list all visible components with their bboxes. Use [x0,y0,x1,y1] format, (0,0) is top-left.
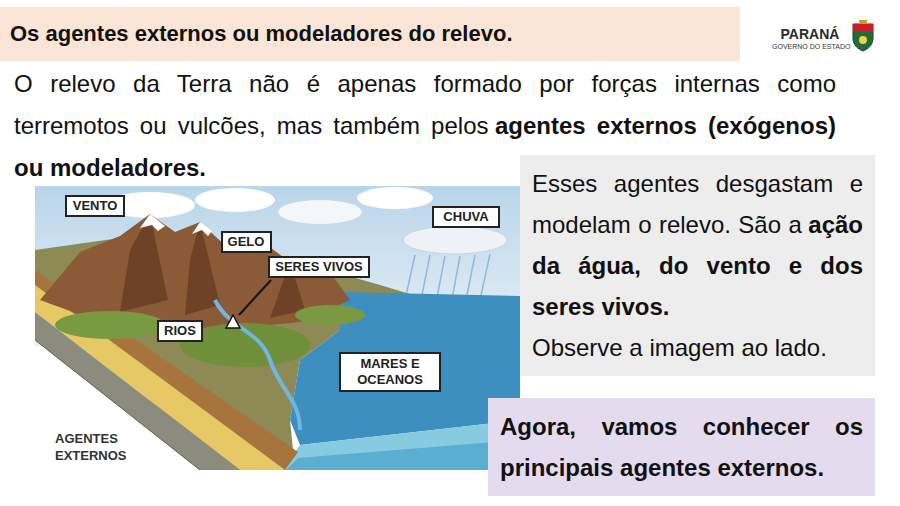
figure-caption: AGENTES EXTERNOS [55,431,127,463]
shield-band [853,24,873,32]
info-panel: Esses agentes desgastam e modelam o rele… [520,155,875,376]
node-text: MARES E OCEANOS [357,356,423,387]
text-block: GELO [228,234,265,250]
node-text: Agora, vamos conhecer os principais agen… [500,413,863,481]
node-content: CHUVA [443,209,488,225]
shield [853,24,873,51]
snow-cap [192,222,212,236]
agent-tag: RIOS [157,320,203,342]
state-name: PARANÁ [772,26,848,42]
river [215,300,300,430]
snow-cap [140,214,165,231]
agent-tag: MARES E OCEANOS [339,352,441,392]
state-logo: PARANÁGOVERNO DO ESTADO [772,26,848,51]
node-text: RIOS [164,323,196,338]
node-content: RIOS [164,323,196,339]
ocean-depth [286,440,520,470]
text-block: CHUVA [443,209,488,225]
title-banner: Os agentes externos ou modeladores do re… [0,7,740,61]
text-block: SERES VIVOS [275,259,362,275]
leader-line [239,280,271,315]
ocean-front [282,420,520,470]
node-content: GELO [228,234,265,250]
agent-tag: SERES VIVOS [268,256,370,278]
cloud [357,187,433,209]
node-content: VENTO [73,198,118,214]
block-edge [35,340,200,470]
state-crest [850,20,876,52]
node-text: SERES VIVOS [275,259,362,274]
mountain-shade [120,214,168,312]
text-block: RIOS [164,323,196,339]
vegetation [55,311,165,339]
node-content: MARES E OCEANOS [345,356,435,388]
cloud [195,188,275,212]
agent-tag: VENTO [65,195,125,217]
node-text: Observe a imagem ao lado. [532,334,827,361]
agent-tag: CHUVA [432,206,500,228]
call-to-action: Agora, vamos conhecer os principais agen… [488,398,875,496]
node-text: VENTO [73,198,118,213]
text-block: MARES E OCEANOS [345,356,435,388]
vegetation [295,305,365,325]
node-content: Agora, vamos conhecer os principais agen… [500,406,863,488]
ocean-surface [290,292,520,445]
text-block: Esses agentes desgastam e modelam o rele… [532,163,863,327]
state-subtitle: GOVERNO DO ESTADO [772,42,848,51]
node-content: SERES VIVOS [275,259,362,275]
shield-emblem [859,36,867,44]
text-block: Observe a imagem ao lado. [532,327,863,368]
rain-cloud [403,226,507,254]
rain-drop [480,254,490,300]
pointer-triangle [226,315,240,328]
node-text: CHUVA [443,209,488,224]
text-block: VENTO [73,198,118,214]
cloud [278,200,362,224]
text-block: Agora, vamos conhecer os principais agen… [500,406,863,488]
node-text: GELO [228,234,265,249]
slide-title: Os agentes externos ou modeladores do re… [0,7,740,61]
node-content: Esses agentes desgastam e modelam o rele… [532,163,863,368]
figure-caption-box: AGENTES EXTERNOS [55,430,145,464]
crown [859,20,867,24]
agent-tag: GELO [221,231,272,253]
